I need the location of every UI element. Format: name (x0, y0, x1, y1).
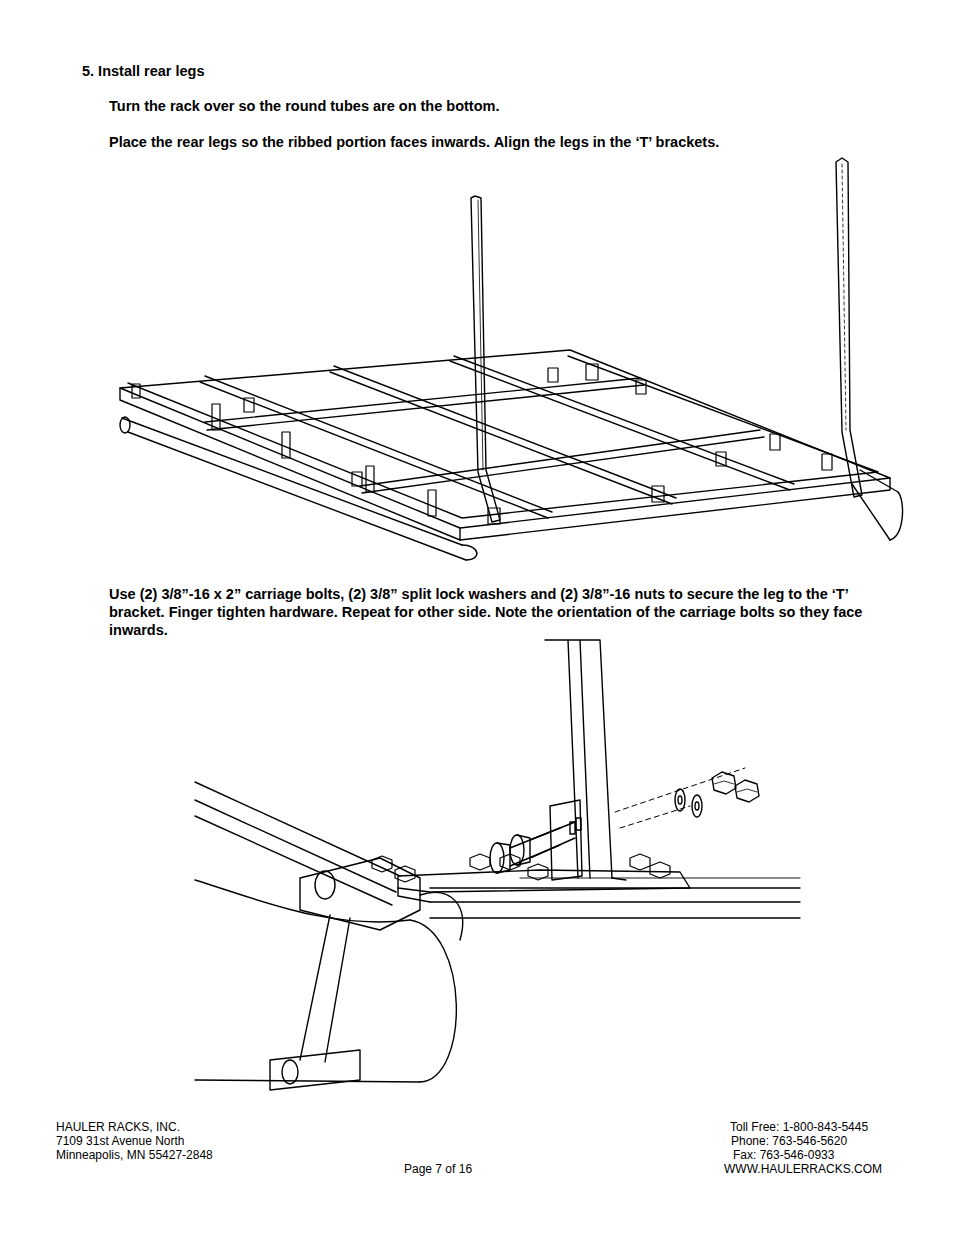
address-line: Minneapolis, MN 55427-2848 (56, 1148, 213, 1162)
section-heading: 5. Install rear legs (82, 62, 205, 80)
rack-illustration (120, 158, 903, 560)
company-name: HAULER RACKS, INC. (56, 1120, 180, 1134)
instruction-text: Place the rear legs so the ribbed portio… (109, 133, 929, 151)
phone-number: Phone: 763-546-5620 (731, 1134, 847, 1148)
website-url: WWW.HAULERRACKS.COM (724, 1162, 882, 1176)
fax-number: Fax: 763-546-0933 (733, 1148, 834, 1162)
phone-number: Toll Free: 1-800-843-5445 (730, 1120, 868, 1134)
page-number: Page 7 of 16 (404, 1162, 472, 1176)
address-line: 7109 31st Avenue North (56, 1134, 185, 1148)
instruction-text: Turn the rack over so the round tubes ar… (109, 97, 929, 115)
bracket-detail-illustration (195, 640, 800, 1090)
instruction-text: Use (2) 3/8”-16 x 2” carriage bolts, (2)… (109, 585, 904, 639)
